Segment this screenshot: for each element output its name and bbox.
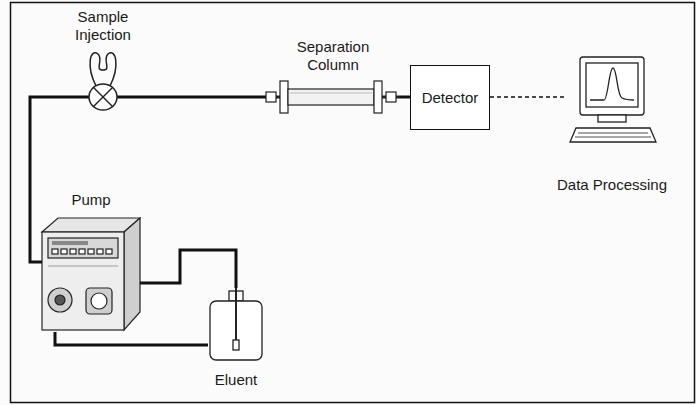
component-label: Sample Injection xyxy=(63,8,143,44)
injection-valve xyxy=(88,53,118,110)
tubing-line xyxy=(118,96,266,99)
component-label: Eluent xyxy=(201,371,271,389)
picture-frame xyxy=(11,3,695,403)
pump-unit xyxy=(42,218,140,330)
eluent-node: Eluent xyxy=(208,288,264,360)
component-label: Separation Column xyxy=(287,38,379,74)
detector-box: Detector xyxy=(410,65,490,130)
tubing-line xyxy=(140,250,236,288)
box-text: Detector xyxy=(422,89,479,107)
tubing-line xyxy=(400,96,410,99)
tubing-line xyxy=(55,332,208,345)
computer-icon xyxy=(570,57,656,142)
column-node: Separation Column xyxy=(266,80,400,114)
injection-valve-node: Sample Injection xyxy=(88,50,118,112)
computer-node: Data Processing xyxy=(566,55,658,145)
component-label: Pump xyxy=(61,191,121,209)
component-label: Data Processing xyxy=(557,176,667,194)
eluent-bottle xyxy=(210,288,262,360)
separation-column xyxy=(266,81,400,113)
pump-node: Pump xyxy=(42,212,140,332)
signal-line xyxy=(490,96,566,98)
tubing-line xyxy=(30,97,88,262)
